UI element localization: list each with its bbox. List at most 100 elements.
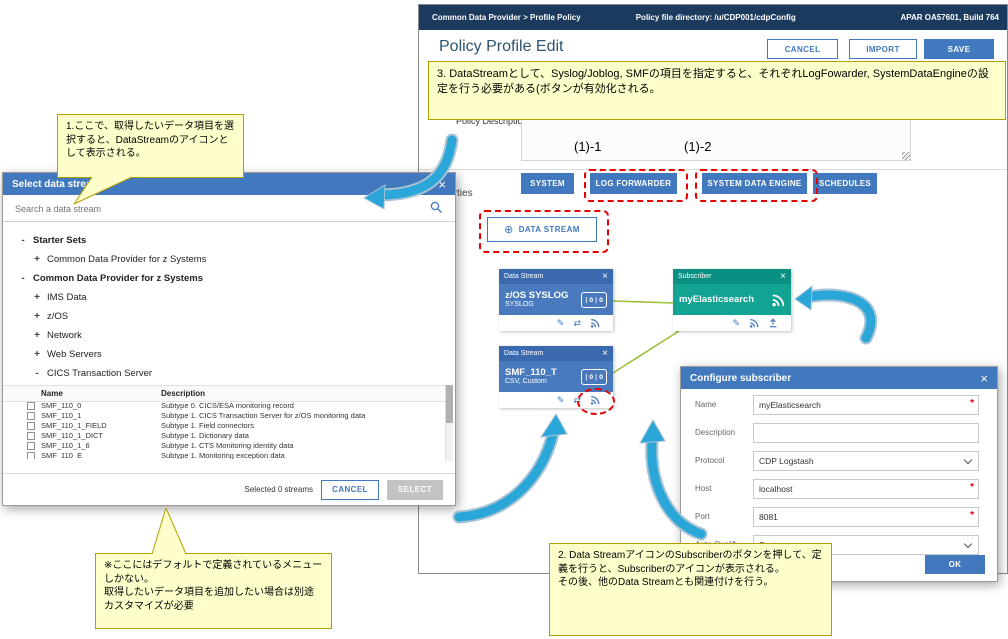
subscriber-rss-icon[interactable]	[590, 318, 600, 328]
breadcrumb[interactable]: Common Data Provider > Profile Policy	[432, 13, 581, 22]
plus-circle-icon: ⊕	[504, 224, 514, 236]
close-icon[interactable]: ×	[602, 347, 608, 359]
stream-subtitle: SYSLOG	[505, 301, 534, 308]
row-checkbox[interactable]	[27, 442, 35, 450]
stream-name: z/OS SYSLOG	[505, 289, 569, 301]
close-icon[interactable]: ×	[980, 370, 988, 386]
tree-node[interactable]: -Starter Sets	[19, 231, 86, 249]
dialog-cancel-button[interactable]: CANCEL	[321, 479, 379, 500]
tree-node[interactable]: +Network	[33, 326, 82, 344]
page-title: Policy Profile Edit	[439, 38, 564, 55]
stream-name: SMF_110_T	[505, 366, 557, 378]
upload-icon[interactable]	[768, 318, 778, 328]
card-type-label: Subscriber	[678, 273, 712, 280]
add-data-stream-label: DATA STREAM	[518, 225, 580, 234]
field-wrap: *	[753, 479, 979, 499]
tab-system-data-engine[interactable]: SYSTEM DATA ENGINE	[702, 173, 807, 194]
tree-node-label: CICS Transaction Server	[47, 367, 153, 379]
dialog-title: Select data stream	[12, 178, 101, 190]
field-wrap: CDP Logstash	[753, 451, 979, 471]
tree-node-label: Common Data Provider for z Systems	[33, 272, 203, 284]
data-stream-icon: |O|O	[581, 368, 607, 385]
tree-node[interactable]: +IMS Data	[33, 288, 87, 306]
edit-pencil-icon[interactable]: ✎	[556, 394, 565, 405]
collapse-icon[interactable]: -	[21, 272, 25, 284]
ok-button[interactable]: OK	[925, 555, 985, 574]
data-stream-card-smf[interactable]: Data Stream × SMF_110_T CSV, Custom |O|O…	[499, 346, 613, 408]
tree-node-label: Web Servers	[47, 348, 102, 360]
policy-file-directory: Policy file directory: /u/CDP001/cdpConf…	[635, 13, 796, 22]
transform-arrows-icon[interactable]: ⇄	[573, 317, 581, 328]
edit-pencil-icon[interactable]: ✎	[732, 317, 740, 328]
row-checkbox[interactable]	[27, 412, 35, 420]
row-checkbox[interactable]	[27, 452, 35, 459]
dialog-title: Configure subscriber	[690, 372, 792, 384]
form-row-host: Host*	[681, 479, 997, 501]
row-checkbox[interactable]	[27, 422, 35, 430]
expand-icon[interactable]: +	[34, 253, 40, 265]
close-icon[interactable]: ×	[780, 270, 786, 282]
dialog-title-bar: Configure subscriber ×	[681, 367, 997, 389]
expand-icon[interactable]: +	[34, 329, 40, 341]
data-stream-icon: |O|O	[581, 291, 607, 308]
form-row-port: Port *	[681, 507, 997, 529]
port-field[interactable]	[753, 507, 979, 527]
textarea-resize-grip[interactable]	[902, 152, 910, 160]
collapse-icon[interactable]: -	[21, 234, 25, 246]
tab-schedules[interactable]: SCHEDULES	[813, 173, 877, 194]
row-checkbox[interactable]	[27, 432, 35, 440]
stream-table-header: Name Description	[3, 385, 445, 402]
required-asterisk: *	[970, 510, 974, 521]
add-data-stream-button[interactable]: ⊕ DATA STREAM	[487, 217, 597, 242]
card-body: z/OS SYSLOG SYSLOG |O|O	[499, 284, 613, 315]
subscriber-rss-icon[interactable]	[749, 318, 759, 328]
cancel-button[interactable]: CANCEL	[767, 39, 838, 59]
tab-system[interactable]: SYSTEM	[521, 173, 574, 194]
tree-node[interactable]: +z/OS	[33, 307, 68, 325]
expand-icon[interactable]: +	[34, 291, 40, 303]
dialog-select-button[interactable]: SELECT	[387, 479, 443, 500]
card-body: SMF_110_T CSV, Custom |O|O	[499, 361, 613, 392]
tree-node-label: Starter Sets	[33, 234, 87, 246]
stream-description-cell: Subtype 1. Field connectors	[161, 421, 254, 430]
data-stream-card-syslog[interactable]: Data Stream × z/OS SYSLOG SYSLOG |O|O ✎ …	[499, 269, 613, 331]
collapse-icon[interactable]: -	[35, 367, 39, 379]
annotation-label-1-2: (1)-2	[684, 139, 712, 154]
stream-name-cell: SMF_110_E	[41, 451, 83, 459]
column-header-name: Name	[41, 389, 63, 398]
tree-node[interactable]: + Web Servers	[33, 345, 102, 363]
tree-node[interactable]: -Common Data Provider for z Systems	[19, 269, 203, 287]
search-icon[interactable]	[430, 201, 443, 214]
subscriber-card[interactable]: Subscriber × myElasticsearch ✎	[673, 269, 791, 331]
search-input[interactable]	[13, 199, 417, 219]
edit-pencil-icon[interactable]: ✎	[556, 317, 565, 328]
expand-icon[interactable]: +	[34, 310, 40, 322]
card-type-label: Data Stream	[504, 273, 544, 280]
tab-log-forwarder[interactable]: LOG FORWARDER	[590, 173, 677, 194]
description-field[interactable]	[753, 423, 979, 443]
host-field[interactable]	[753, 479, 979, 499]
close-icon[interactable]: ×	[438, 176, 446, 192]
field-wrap	[753, 423, 979, 443]
import-button[interactable]: IMPORT	[849, 39, 917, 59]
name-field[interactable]	[753, 395, 979, 415]
scrollbar-thumb[interactable]	[446, 385, 453, 423]
save-button[interactable]: SAVE	[924, 39, 994, 59]
data-stream-tree: -Starter Sets+Common Data Provider for z…	[3, 221, 455, 381]
protocol-select[interactable]: CDP Logstash	[753, 451, 979, 471]
tree-node[interactable]: -CICS Transaction Server	[33, 364, 152, 382]
tree-node[interactable]: +Common Data Provider for z Systems	[33, 250, 206, 268]
field-label: Port	[695, 512, 710, 521]
scrollbar-track[interactable]	[445, 385, 453, 461]
card-header: Data Stream ×	[499, 346, 613, 361]
close-icon[interactable]: ×	[602, 270, 608, 282]
row-checkbox[interactable]	[27, 402, 35, 410]
expand-icon[interactable]: +	[34, 348, 40, 360]
